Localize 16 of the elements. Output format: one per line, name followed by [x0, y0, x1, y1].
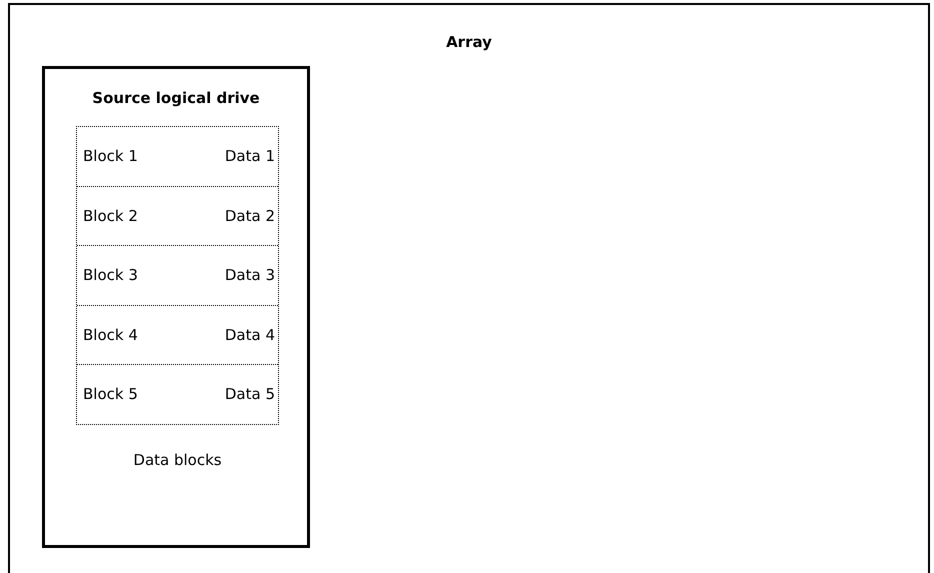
data-label: Data 1 — [224, 147, 275, 165]
data-label: Data 5 — [224, 385, 275, 404]
array-title: Array — [446, 33, 492, 51]
drive-title: Source logical drive — [92, 89, 260, 107]
block-label: Block 5 — [83, 385, 138, 404]
block-label: Block 1 — [83, 147, 138, 165]
block-label: Block 3 — [83, 266, 138, 284]
data-label: Data 2 — [224, 206, 275, 225]
data-block-table — [76, 126, 279, 425]
block-label: Block 4 — [83, 326, 138, 344]
data-label: Data 3 — [224, 266, 275, 284]
table-caption: Data blocks — [132, 451, 223, 469]
drive-box — [42, 66, 310, 548]
array-box — [8, 3, 930, 573]
data-label: Data 4 — [224, 326, 275, 344]
block-label: Block 2 — [83, 206, 138, 225]
